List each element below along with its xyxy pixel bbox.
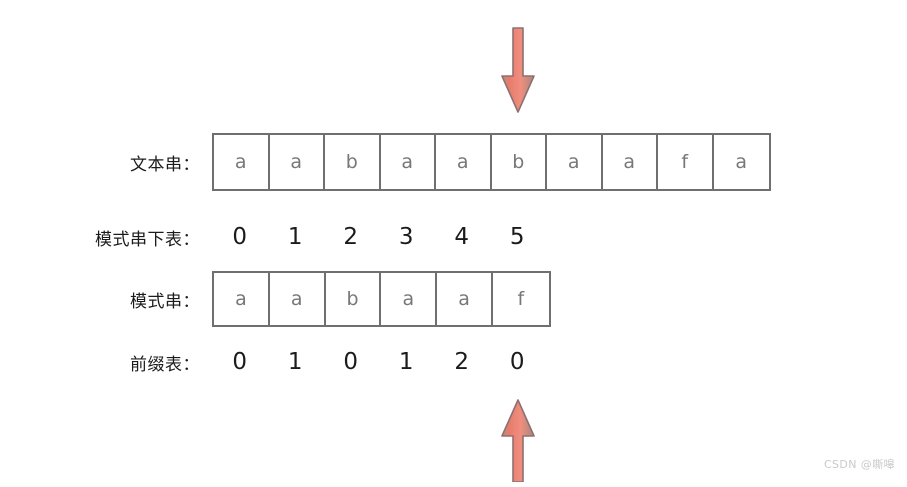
up-arrow-icon: [496, 398, 540, 487]
index-cell-1: 1: [287, 224, 303, 250]
text-cell-1: a: [269, 135, 325, 189]
prefix-cell-2: 0: [343, 349, 359, 375]
text-cell-3: a: [380, 135, 436, 189]
prefix-cell-4: 2: [454, 349, 470, 375]
text-string-row: 文本串： a a b a a b a a f a: [0, 133, 771, 191]
pattern-cell-5: f: [492, 273, 549, 325]
index-cell-2: 2: [343, 224, 359, 250]
text-cell-5: b: [491, 135, 547, 189]
pattern-string-label: 模式串：: [130, 291, 200, 312]
pattern-index-row: 模式串下表： 0 1 2 3 4 5: [0, 222, 545, 252]
pattern-string-cells: a a b a a f: [212, 271, 551, 327]
pattern-cell-4: a: [437, 273, 493, 325]
pattern-cell-2: b: [325, 273, 382, 325]
index-cell-0: 0: [232, 224, 248, 250]
text-cell-4: a: [436, 135, 492, 189]
prefix-table-cells: 0 1 0 1 2 0: [212, 346, 545, 378]
text-cell-6: a: [547, 135, 603, 189]
text-cell-0: a: [214, 135, 270, 189]
text-cell-8: f: [658, 135, 714, 189]
prefix-cell-0: 0: [232, 349, 248, 375]
pattern-cell-0: a: [214, 273, 270, 325]
text-cell-9: a: [713, 135, 769, 189]
prefix-cell-1: 1: [287, 349, 303, 375]
text-string-cells: a a b a a b a a f a: [212, 133, 771, 191]
pattern-index-cells: 0 1 2 3 4 5: [212, 222, 545, 252]
pattern-string-row: 模式串： a a b a a f: [0, 271, 551, 327]
index-cell-3: 3: [398, 224, 414, 250]
text-cell-7: a: [602, 135, 658, 189]
pattern-cell-1: a: [269, 273, 326, 325]
pattern-cell-3: a: [381, 273, 438, 325]
pattern-index-label: 模式串下表：: [95, 229, 200, 250]
index-cell-5: 5: [509, 224, 525, 250]
index-cell-4: 4: [454, 224, 470, 250]
prefix-cell-5: 0: [509, 349, 525, 375]
prefix-table-label: 前缀表：: [130, 354, 200, 375]
csdn-watermark: CSDN @嘶嗥: [823, 458, 895, 471]
prefix-table-row: 前缀表： 0 1 0 1 2 0: [0, 346, 545, 378]
down-arrow-icon: [496, 26, 540, 121]
text-cell-2: b: [325, 135, 381, 189]
prefix-cell-3: 1: [398, 349, 414, 375]
text-string-label: 文本串：: [130, 154, 200, 175]
